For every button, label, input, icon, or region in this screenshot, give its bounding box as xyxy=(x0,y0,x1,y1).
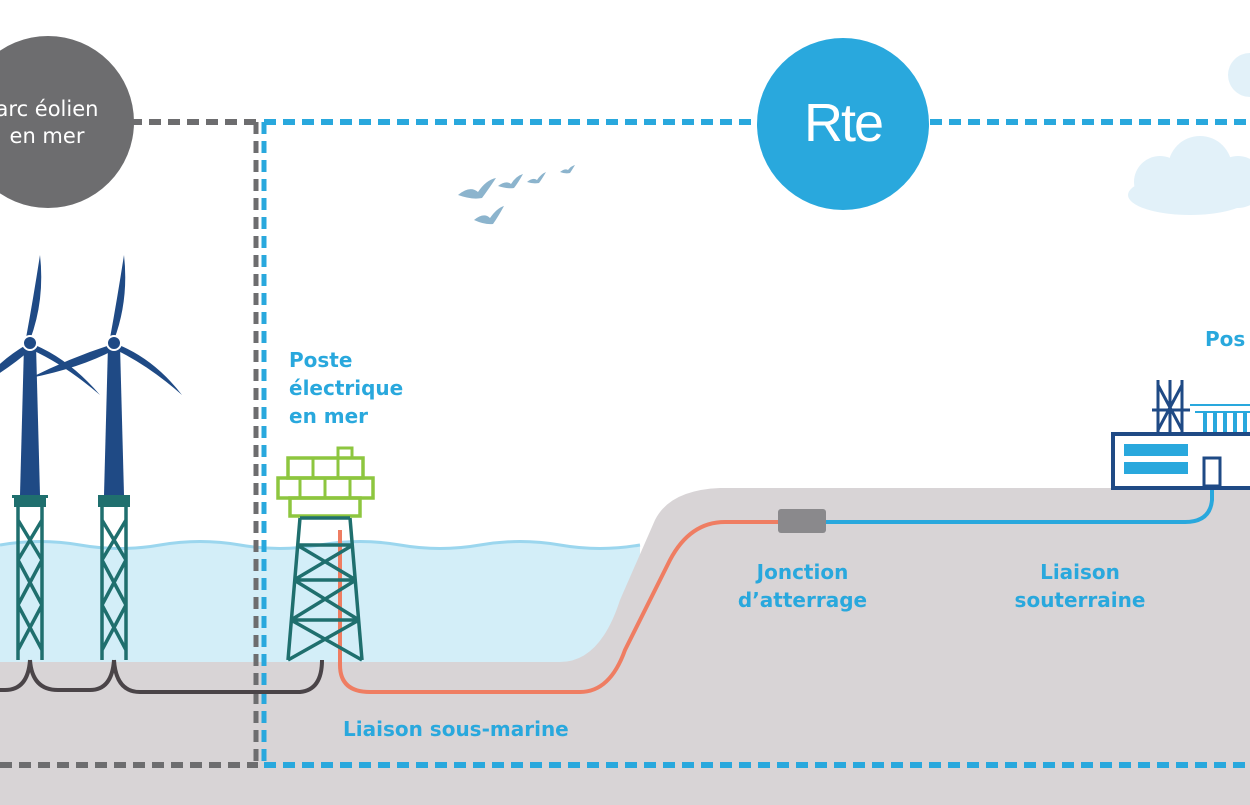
offshore-substation-label: Poste électrique en mer xyxy=(289,348,404,428)
zone-left-badge xyxy=(0,36,134,208)
zone-left-label: arc éolien en mer xyxy=(0,97,99,148)
underground-cable xyxy=(825,470,1214,524)
offshore-platform-icon xyxy=(276,446,375,662)
wind-turbine-icon xyxy=(30,255,182,660)
underground-link-label: Liaison souterraine xyxy=(1014,560,1146,612)
subsea-link-label: Liaison sous-marine xyxy=(343,717,569,741)
onshore-substation-label: Pos xyxy=(1205,327,1246,351)
rte-logo-badge xyxy=(757,38,929,210)
rte-logo: Rte xyxy=(803,93,884,153)
cloud-icon xyxy=(1128,136,1250,215)
subsea-cable xyxy=(338,520,780,694)
inter-array-cable xyxy=(0,659,324,694)
junction-box-icon xyxy=(778,509,826,533)
wind-turbine-icon xyxy=(0,255,100,660)
landing-junction-label: Jonction d’atterrage xyxy=(737,560,868,612)
substation-icon xyxy=(1111,380,1250,490)
birds-icon xyxy=(458,165,575,225)
cloud-icon xyxy=(1228,53,1250,97)
